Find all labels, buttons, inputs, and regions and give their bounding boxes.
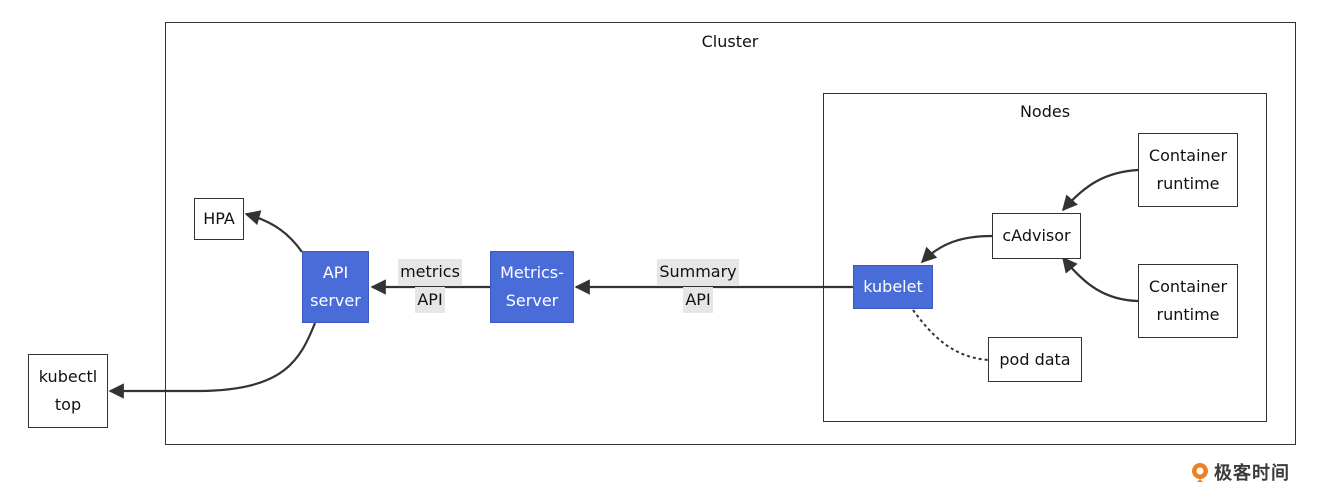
- nodes-frame: [823, 93, 1267, 422]
- edge-runtime1-to-cadvisor: [1061, 168, 1139, 212]
- kubelet-label: kubelet: [863, 277, 923, 296]
- container-runtime-node-2: Container runtime: [1138, 264, 1238, 338]
- edge-api-to-hpa: [244, 210, 303, 253]
- hpa-label: HPA: [203, 209, 235, 228]
- metrics-server-label-line1: Metrics-: [500, 263, 564, 282]
- pod-data-node: pod data: [988, 337, 1082, 382]
- cadvisor-node: cAdvisor: [992, 213, 1081, 259]
- metrics-api-label-line2: API: [415, 287, 445, 313]
- geekbang-logo-icon: [1192, 463, 1208, 482]
- hpa-node: HPA: [194, 198, 244, 240]
- metrics-server-label-line2: Server: [505, 291, 559, 310]
- geekbang-logo-text: 极客时间: [1214, 463, 1290, 484]
- cluster-title: Cluster: [701, 32, 759, 51]
- kubectl-label-line1: kubectl: [38, 367, 98, 386]
- geekbang-logo: 极客时间: [1190, 459, 1290, 485]
- summary-api-label-line1: Summary: [657, 259, 739, 285]
- api-server-node: API server: [302, 251, 369, 323]
- runtime2-label-line2: runtime: [1156, 305, 1220, 324]
- edge-cadvisor-to-kubelet: [920, 234, 993, 264]
- metrics-api-label-line1: metrics: [398, 259, 462, 285]
- edge-api-to-kubectl: [108, 322, 317, 399]
- runtime2-label-line1: Container: [1148, 277, 1228, 296]
- edge-kubelet-to-poddata: [912, 309, 989, 361]
- api-server-label-line2: server: [310, 291, 361, 310]
- api-server-label-line1: API: [322, 263, 349, 282]
- nodes-title: Nodes: [1019, 102, 1071, 121]
- metrics-api-edge-label: metrics API: [390, 258, 470, 314]
- edge-runtime2-to-cadvisor: [1062, 256, 1139, 303]
- summary-api-edge-label: Summary API: [648, 258, 748, 314]
- metrics-server-node: Metrics- Server: [490, 251, 574, 323]
- cadvisor-label: cAdvisor: [1002, 226, 1071, 245]
- kubelet-node: kubelet: [853, 265, 933, 309]
- summary-api-label-line2: API: [683, 287, 713, 313]
- kubectl-label-line2: top: [54, 395, 82, 414]
- runtime1-label-line1: Container: [1148, 146, 1228, 165]
- kubectl-top-node: kubectl top: [28, 354, 108, 428]
- cluster-frame: [165, 22, 1296, 445]
- runtime1-label-line2: runtime: [1156, 174, 1220, 193]
- container-runtime-node-1: Container runtime: [1138, 133, 1238, 207]
- pod-data-label: pod data: [999, 349, 1071, 369]
